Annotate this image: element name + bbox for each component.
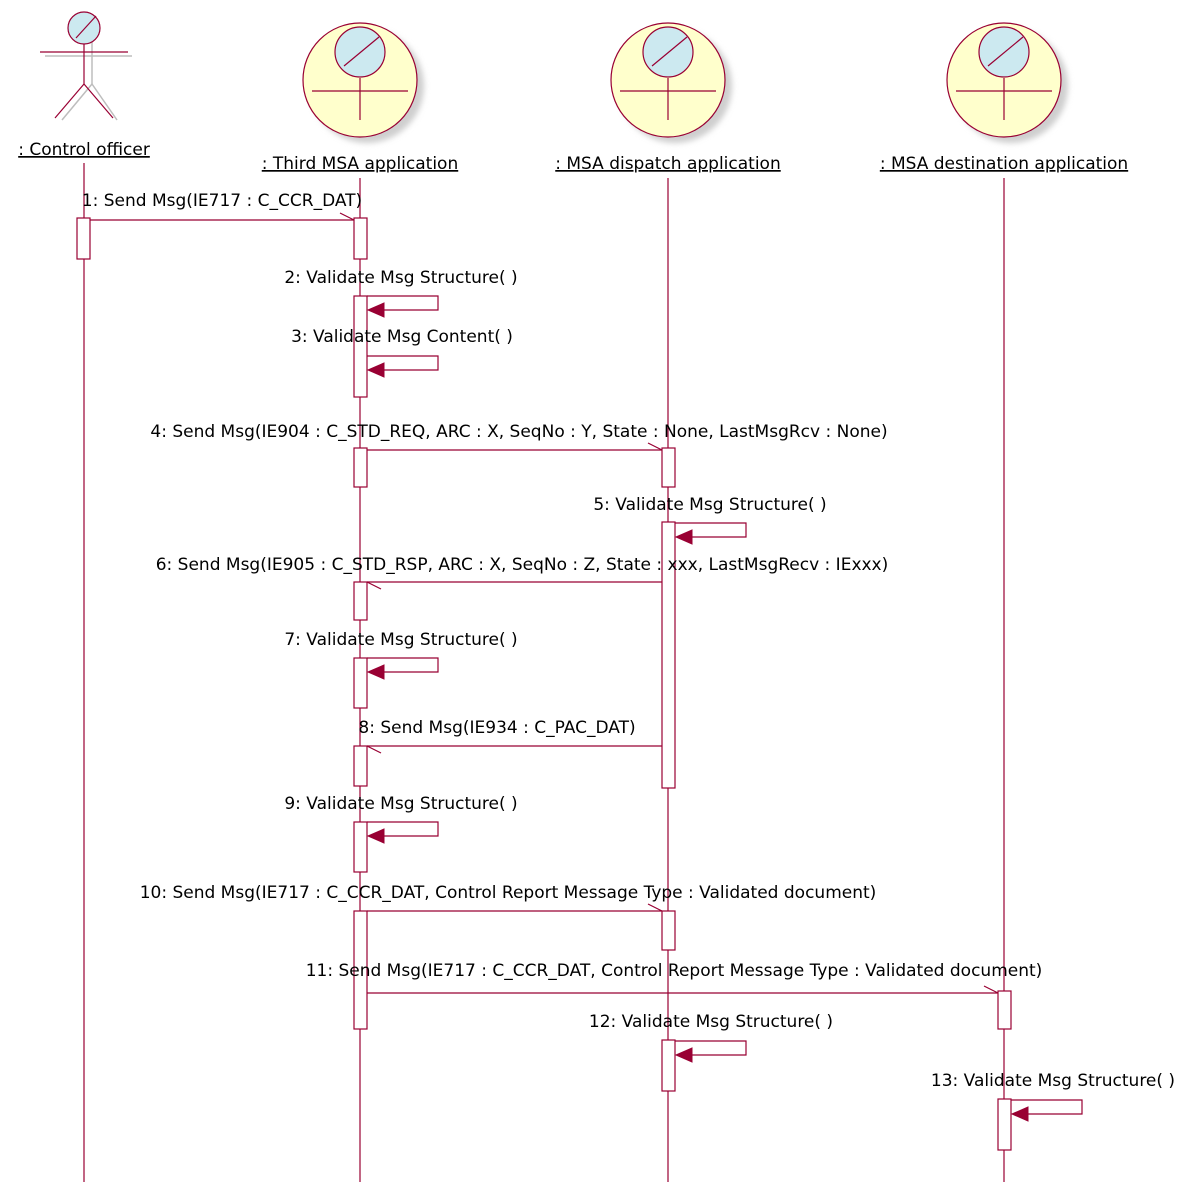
boundary-object-icon (610, 22, 732, 143)
activation-bar (997, 990, 1012, 1030)
activation-bar (661, 521, 676, 789)
message-arrow-6 (366, 581, 662, 590)
message-arrow-3 (366, 355, 439, 378)
lifelines (83, 163, 1005, 1182)
message-arrow-5 (674, 522, 747, 545)
message-label-10: 10: Send Msg(IE717 : C_CCR_DAT, Control … (140, 883, 877, 903)
activation-bar (661, 447, 676, 488)
message-label-3: 3: Validate Msg Content( ) (291, 327, 513, 347)
message-label-6: 6: Send Msg(IE905 : C_STD_RSP, ARC : X, … (156, 555, 889, 575)
message-arrow-8 (366, 745, 662, 754)
message-arrow-2 (366, 295, 439, 318)
message-label-8: 8: Send Msg(IE934 : C_PAC_DAT) (358, 718, 635, 738)
message-label-12: 12: Validate Msg Structure( ) (589, 1012, 833, 1032)
boundary-object-icon (302, 22, 424, 143)
activation-bar (353, 217, 368, 260)
participant-label-msa-destination: : MSA destination application (880, 154, 1128, 174)
activation-bar (353, 657, 368, 709)
message-label-7: 7: Validate Msg Structure( ) (284, 630, 517, 650)
message-label-13: 13: Validate Msg Structure( ) (931, 1071, 1175, 1091)
message-arrow-12 (674, 1040, 747, 1063)
activation-bar (353, 447, 368, 488)
message-arrow-13 (1010, 1099, 1083, 1122)
participant-label-third-msa: : Third MSA application (262, 154, 458, 174)
activation-bar (353, 581, 368, 621)
message-label-2: 2: Validate Msg Structure( ) (284, 268, 517, 288)
activation-bar (353, 910, 368, 1030)
boundary-object-icon (946, 22, 1068, 143)
activation-bar (661, 910, 676, 951)
message-arrow-1 (90, 212, 355, 221)
message-label-5: 5: Validate Msg Structure( ) (593, 495, 826, 515)
message-arrow-9 (366, 821, 439, 844)
message-label-1: 1: Send Msg(IE717 : C_CCR_DAT) (82, 191, 362, 211)
activation-bar (997, 1098, 1012, 1151)
stick-figure-actor-icon (40, 11, 132, 121)
message-arrow-10 (367, 903, 663, 912)
message-label-9: 9: Validate Msg Structure( ) (284, 794, 517, 814)
participant-label-msa-dispatch: : MSA dispatch application (555, 154, 780, 174)
activation-bar (353, 745, 368, 787)
message-arrow-4 (367, 442, 663, 451)
participant-label-control-officer: : Control officer (18, 140, 150, 160)
activation-bar (353, 821, 368, 873)
message-arrow-7 (366, 657, 439, 680)
activation-bar (661, 1039, 676, 1092)
message-arrow-11 (367, 985, 999, 994)
activation-bars (76, 217, 1012, 1151)
message-label-4: 4: Send Msg(IE904 : C_STD_REQ, ARC : X, … (150, 422, 887, 442)
activation-bar (76, 217, 91, 260)
activation-bar (353, 295, 368, 398)
message-label-11: 11: Send Msg(IE717 : C_CCR_DAT, Control … (306, 961, 1043, 981)
